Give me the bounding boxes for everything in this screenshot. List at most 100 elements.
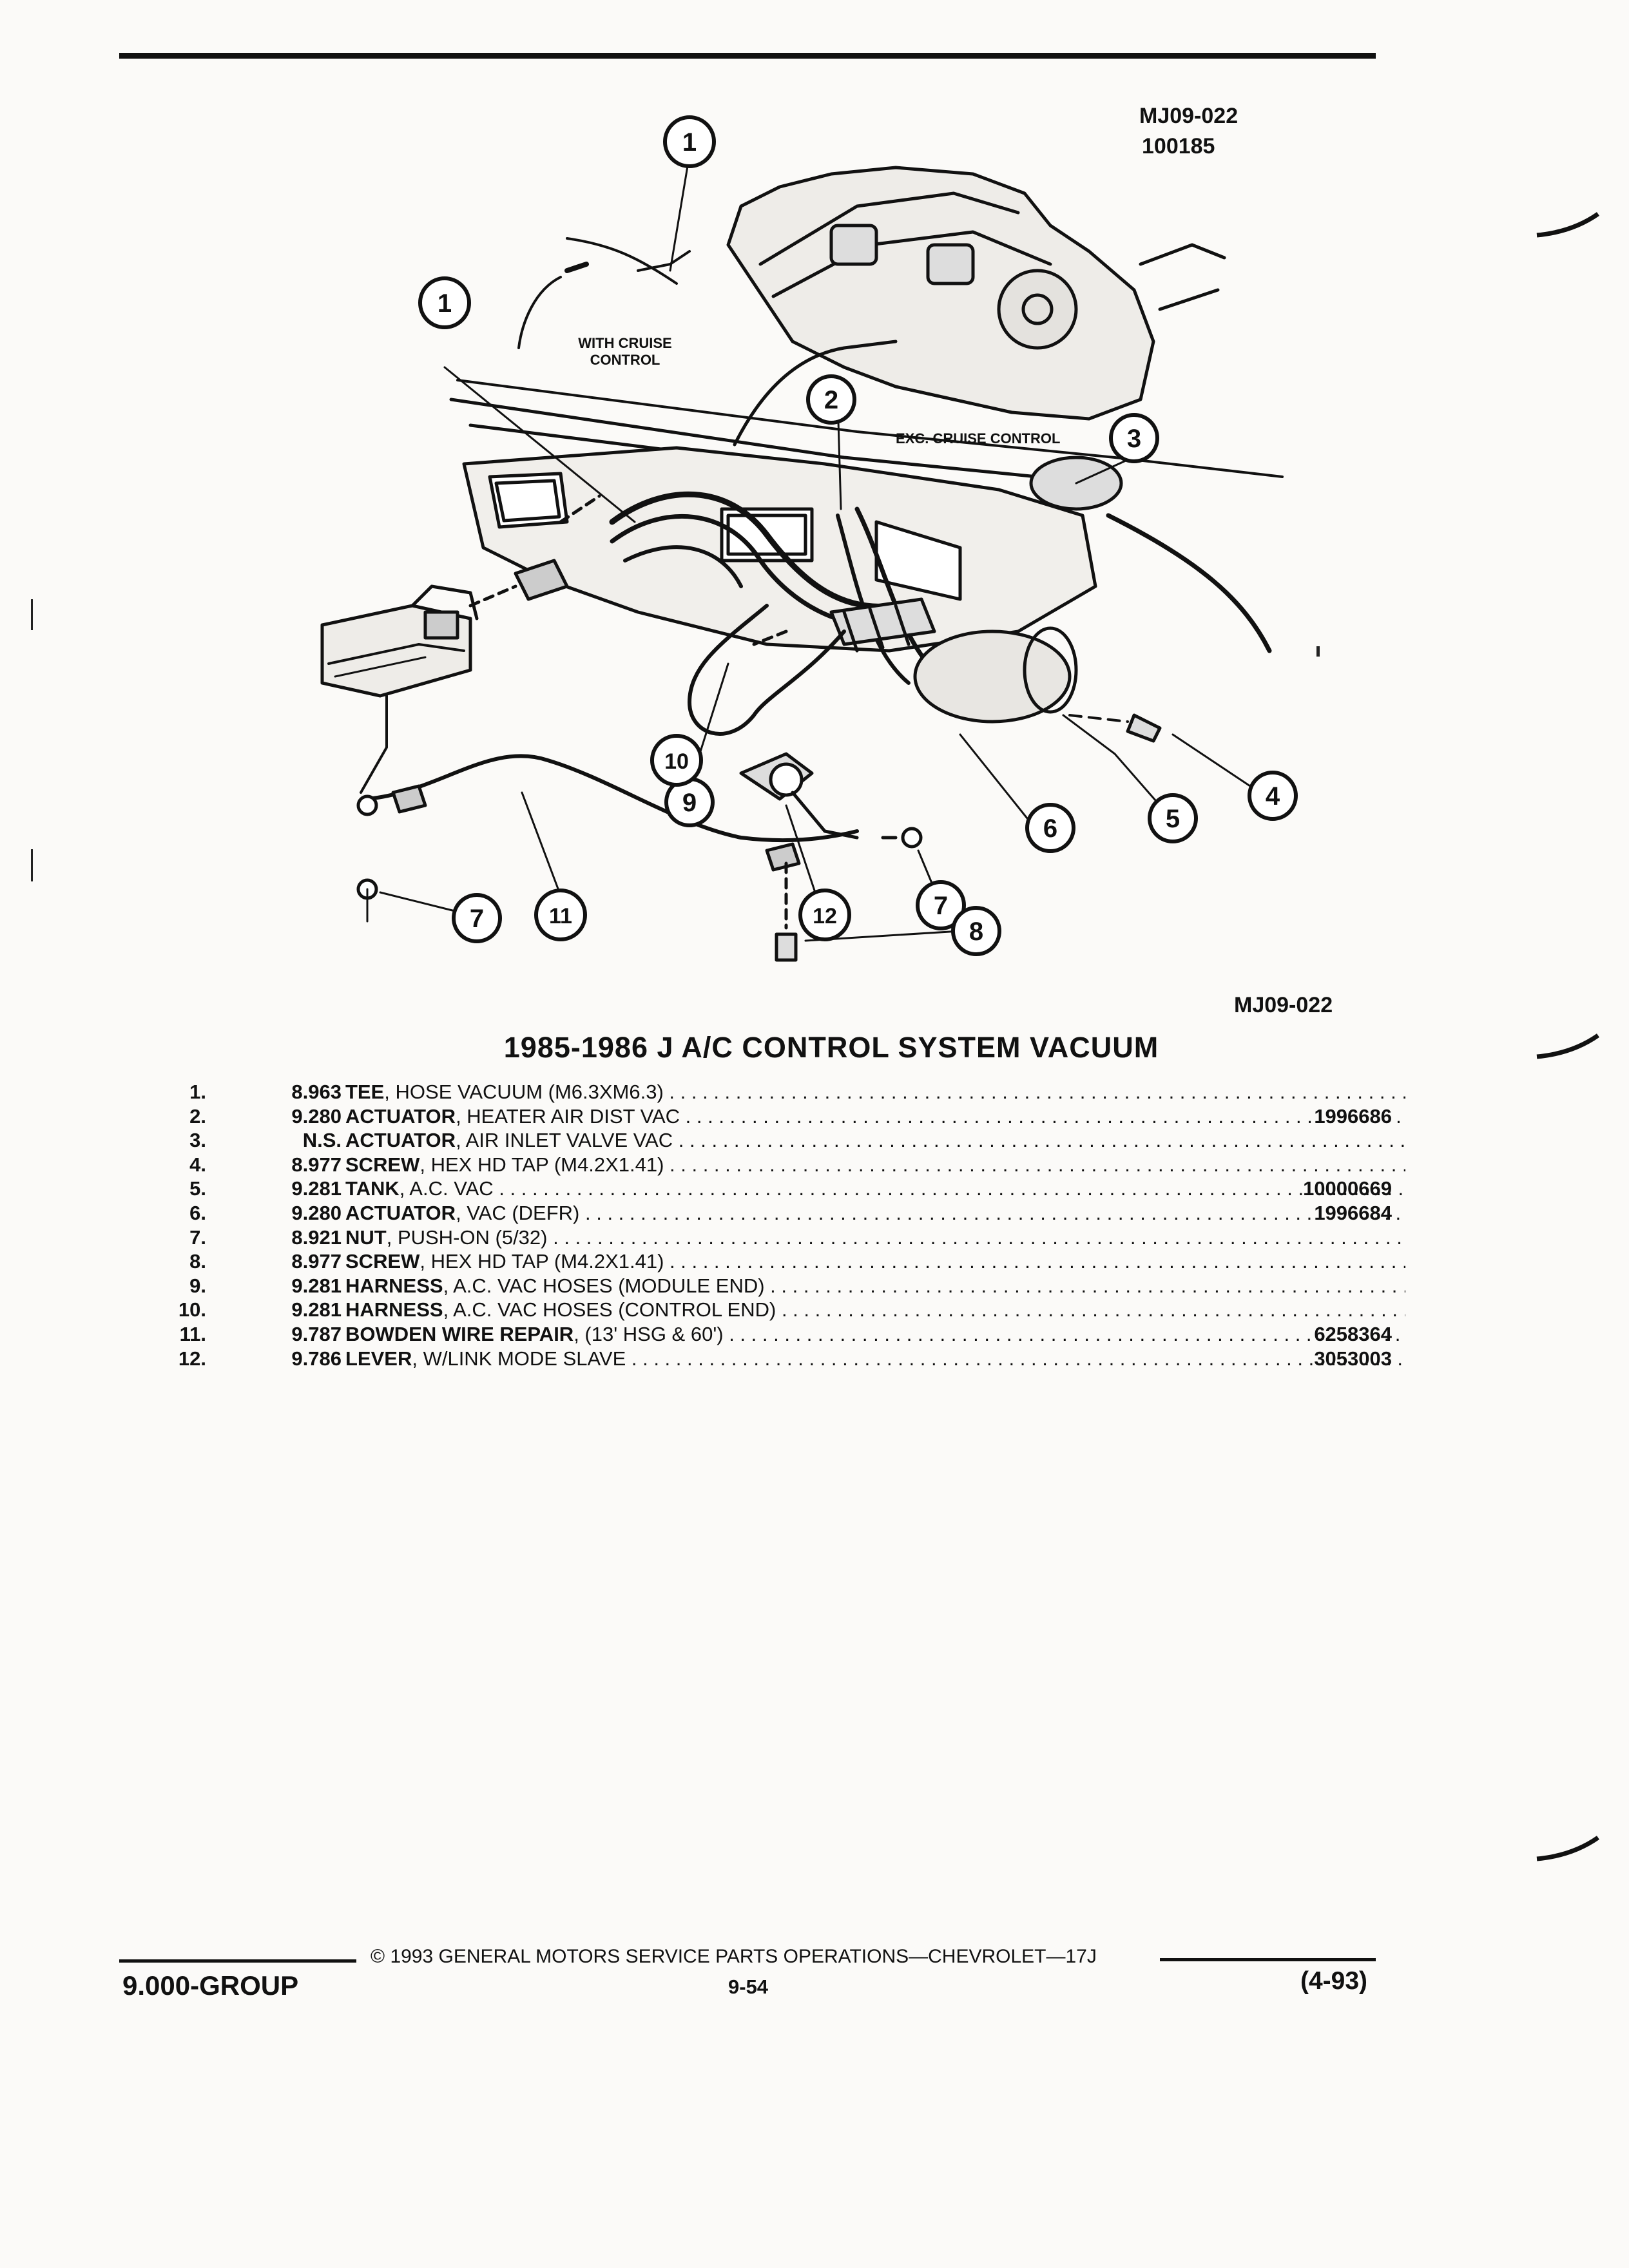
part-name: HARNESS [345,1274,443,1297]
item-number: 2. [189,1104,206,1128]
callout-circle [916,880,966,930]
part-description: ACTUATOR, AIR INLET VALVE VAC . . . . . … [345,1128,1405,1153]
part-number: 3053003 [1314,1347,1392,1370]
item-number: 10. [178,1298,206,1321]
item-number: 1. [189,1081,206,1103]
callout-circle [1148,793,1198,843]
part-name: ACTUATOR [345,1129,456,1152]
callout-3: 3 [1127,425,1141,453]
part-detail: , HEX HD TAP (M4.2X1.41) [419,1250,664,1273]
callout-circle [798,889,851,941]
leader-dots: . . . . . . . . . . . . . . . . . . . . … [678,1129,1405,1152]
item-number: 4. [189,1153,206,1176]
part-description: SCREW, HEX HD TAP (M4.2X1.41) . . . . . … [345,1153,1405,1177]
part-detail: , VAC (DEFR) [456,1201,580,1224]
group-code: 9.280 [291,1201,342,1224]
part-name: TANK [345,1177,400,1200]
part-description: ACTUATOR, HEATER AIR DIST VAC . . . . . … [345,1104,1405,1129]
binder-hook-mark [1536,212,1600,238]
scan-mark [31,849,33,881]
part-detail: , W/LINK MODE SLAVE [412,1347,626,1370]
callout-11: 11 [549,904,572,928]
exploded-view-illustration: 1 1 2 3 4 5 6 7 7 8 9 10 11 12 WITH CRUI… [320,115,1298,962]
footer-rule [1160,1958,1376,1961]
part-detail: , HOSE VACUUM (M6.3XM6.3) [384,1081,664,1103]
scan-mark [1316,646,1320,657]
part-description: NUT, PUSH-ON (5/32) . . . . . . . . . . … [345,1225,1405,1250]
parts-row: 3.N.S.ACTUATOR, AIR INLET VALVE VAC . . … [155,1128,1405,1153]
item-number: 11. [179,1322,206,1345]
top-rule [119,53,1376,59]
part-detail: , (13' HSG & 60') [574,1322,724,1345]
part-name: LEVER [345,1347,412,1370]
footer-rule [119,1959,356,1963]
part-description: HARNESS, A.C. VAC HOSES (CONTROL END) . … [345,1298,1405,1322]
callout-circle [534,889,587,941]
item-number: 6. [189,1201,206,1224]
with-cruise-label: WITH CRUISE [578,335,671,351]
leader-dots: . . . . . . . . . . . . . . . . . . . . … [781,1298,1405,1321]
callout-circle [663,115,716,168]
callout-1: 1 [682,128,697,157]
figure-code-bottom: MJ09-022 [1234,993,1333,1017]
leader-dots: . . . . . . . . . . . . . . . . . . . . … [499,1177,1405,1200]
part-name: ACTUATOR [345,1104,456,1128]
with-cruise-label: CONTROL [590,352,660,368]
part-name: SCREW [345,1250,420,1273]
item-number: 7. [189,1225,206,1249]
callout-2: 2 [824,386,838,414]
group-code: 8.977 [291,1250,342,1273]
leader-dots: . . . . . . . . . . . . . . . . . . . . … [729,1322,1405,1345]
page-number: 9-54 [728,1975,769,1998]
callout-circle [1248,771,1298,821]
part-name: ACTUATOR [345,1201,456,1224]
leader-dots: . . . . . . . . . . . . . . . . . . . . … [669,1081,1405,1103]
part-detail: , A.C. VAC HOSES (MODULE END) [443,1274,765,1297]
page-title: 1985-1986 J A/C CONTROL SYSTEM VACUUM [503,1031,1159,1064]
part-description: TANK, A.C. VAC . . . . . . . . . . . . .… [345,1177,1405,1201]
group-code: 8.977 [291,1153,342,1176]
leader-dots: . . . . . . . . . . . . . . . . . . . . … [553,1225,1405,1249]
callout-10: 10 [664,749,689,774]
part-description: BOWDEN WIRE REPAIR, (13' HSG & 60') . . … [345,1322,1405,1347]
group-code: 8.963 [291,1081,342,1103]
group-code: N.S. [302,1129,342,1152]
part-detail: , A.C. VAC HOSES (CONTROL END) [443,1298,776,1321]
callout-12: 12 [813,904,837,928]
callout-7: 7 [934,892,948,920]
group-code: 9.280 [291,1104,342,1128]
item-number: 12. [178,1347,206,1370]
group-code: 9.281 [291,1274,342,1297]
callout-8: 8 [969,918,983,946]
part-name: BOWDEN WIRE REPAIR [345,1322,574,1345]
scan-mark [31,599,33,630]
leader-dots: . . . . . . . . . . . . . . . . . . . . … [584,1201,1405,1224]
exc-cruise-label: EXC. CRUISE CONTROL [896,430,1060,447]
callout-5: 5 [1166,805,1180,833]
callout-6: 6 [1043,814,1057,843]
callout-circle [418,276,471,329]
leader-dots: . . . . . . . . . . . . . . . . . . . . … [685,1104,1405,1128]
callout-circle [1109,413,1159,463]
part-number: 1996686 [1314,1104,1392,1128]
callout-circle [452,893,502,943]
leader-dots: . . . . . . . . . . . . . . . . . . . . … [670,1250,1405,1273]
revision-date: (4-93) [1300,1967,1368,1995]
part-detail: , A.C. VAC [399,1177,494,1200]
item-number: 9. [189,1274,206,1297]
part-name: NUT [345,1225,387,1249]
part-detail: , PUSH-ON (5/32) [386,1225,548,1249]
binder-hook-mark [1536,1033,1600,1059]
part-detail: , HEX HD TAP (M4.2X1.41) [419,1153,664,1176]
